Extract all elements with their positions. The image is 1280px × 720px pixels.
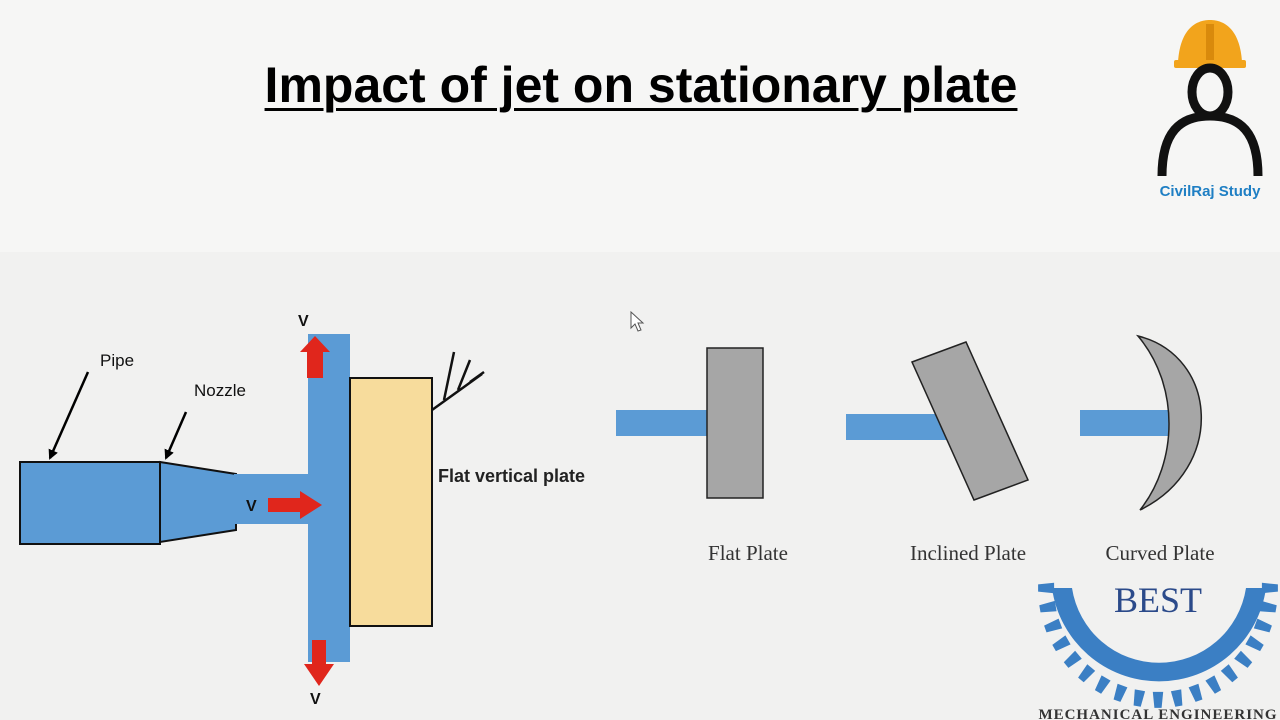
gear-tooth [1259,600,1277,613]
gear-ring-icon [1052,588,1266,682]
pipe-shape [19,461,161,545]
gear-tooth [1038,582,1055,594]
inclined-plate-jet [846,414,950,440]
gear-tooth [1152,691,1164,708]
gear-tooth [1170,689,1183,707]
gear-tooth [1078,664,1096,683]
page-title: Impact of jet on stationary plate [264,57,1018,113]
main-jet-diagram: Pipe Nozzle Flat vertical plate V V V [19,313,585,708]
curved-plate-figure: Curved Plate [1080,334,1215,565]
gear-tooth [1044,618,1063,633]
nozzle-label: Nozzle [194,381,246,400]
flat-plate-label: Flat Plate [708,541,788,565]
velocity-arrow-up [300,336,330,378]
curved-plate-shape [1135,334,1202,511]
best-logo-subtext: MECHANICAL ENGINEERING [1038,707,1277,720]
jet-stream-vertical [308,334,350,662]
inclined-plate-label: Inclined Plate [910,541,1026,565]
head-icon [1187,63,1233,121]
gear-tooth [1188,683,1203,702]
velocity-label-bottom: V [310,691,321,708]
gear-tooth [1245,635,1264,652]
helmet-ridge-icon [1206,24,1214,60]
gear-tooth [1063,650,1082,668]
inclined-plate-shape [910,341,1030,501]
velocity-arrow-right [268,491,322,519]
velocity-arrow-down [304,640,334,686]
civilraj-logo: CivilRaj Study [1157,20,1263,200]
flat-vertical-plate [349,377,433,627]
gear-tooth [1253,618,1272,633]
gear-icon [1038,582,1278,708]
velocity-label-top: V [298,313,309,330]
curved-plate-jet [1080,410,1174,436]
gear-tooth [1052,635,1071,652]
gear-tooth [1220,664,1238,683]
mouse-cursor-icon [630,310,645,332]
flat-plate-shape [706,347,764,499]
gear-tooth [1261,582,1278,594]
velocity-label-mid: V [246,498,257,515]
shoulders-icon [1157,111,1263,177]
header-band [0,0,1280,252]
gear-tooth [1234,650,1253,668]
gear-tooth [1039,600,1057,613]
curved-plate-label: Curved Plate [1105,541,1214,565]
pipe-label: Pipe [100,351,134,370]
best-logo: BEST MECHANICAL ENGINEERING [1038,580,1278,720]
flat-plate-jet [616,410,710,436]
civilraj-logo-text: CivilRaj Study [1160,183,1262,200]
nozzle-shape [159,460,237,544]
inclined-plate-figure: Inclined Plate [846,341,1030,565]
plate-support-icon [431,351,485,412]
pipe-pointer-arrow [48,371,90,460]
gear-tooth [1113,683,1128,702]
best-logo-text: BEST [1114,580,1202,620]
flat-vertical-plate-label: Flat vertical plate [438,466,585,486]
gear-tooth [1094,675,1111,694]
gear-tooth [1133,689,1146,707]
flat-plate-figure: Flat Plate [616,347,788,565]
gear-tooth [1205,675,1222,694]
nozzle-pointer-arrow [164,411,188,460]
